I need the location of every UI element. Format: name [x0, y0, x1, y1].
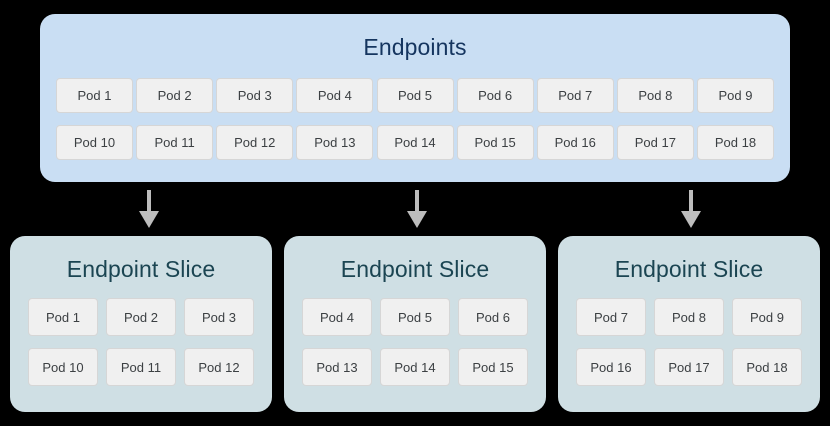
- pod-chip: Pod 16: [536, 125, 614, 160]
- pod-chip: Pod 12: [216, 125, 294, 160]
- arrow-shaft: [415, 190, 419, 214]
- pod-chip: Pod 9: [732, 298, 802, 336]
- endpoint-slice-pod-grid: Pod 1 Pod 2 Pod 3 Pod 10 Pod 11 Pod 12: [28, 298, 254, 398]
- pod-chip: Pod 14: [380, 348, 450, 386]
- pod-chip: Pod 14: [376, 125, 454, 160]
- endpoints-pod-row: Pod 1 Pod 2 Pod 3 Pod 4 Pod 5 Pod 6 Pod …: [56, 78, 774, 113]
- pod-chip: Pod 8: [654, 298, 724, 336]
- endpoint-slice-container: Endpoint Slice Pod 4 Pod 5 Pod 6 Pod 13 …: [284, 236, 546, 412]
- pod-chip: Pod 18: [697, 125, 774, 160]
- endpoint-slice-pod-grid: Pod 4 Pod 5 Pod 6 Pod 13 Pod 14 Pod 15: [302, 298, 528, 398]
- pod-chip: Pod 15: [458, 348, 528, 386]
- endpoint-slice-pod-row: Pod 13 Pod 14 Pod 15: [302, 348, 528, 386]
- pod-chip: Pod 8: [616, 78, 694, 113]
- pod-chip: Pod 13: [296, 125, 374, 160]
- endpoints-container: Endpoints Pod 1 Pod 2 Pod 3 Pod 4 Pod 5 …: [40, 14, 790, 182]
- pod-chip: Pod 18: [732, 348, 802, 386]
- endpoint-slice-pod-row: Pod 4 Pod 5 Pod 6: [302, 298, 528, 336]
- endpoint-slice-pod-row: Pod 10 Pod 11 Pod 12: [28, 348, 254, 386]
- arrow-shaft: [689, 190, 693, 214]
- pod-chip: Pod 10: [28, 348, 98, 386]
- endpoints-pod-row: Pod 10 Pod 11 Pod 12 Pod 13 Pod 14 Pod 1…: [56, 125, 774, 160]
- endpoint-slice-pod-grid: Pod 7 Pod 8 Pod 9 Pod 16 Pod 17 Pod 18: [576, 298, 802, 398]
- pod-chip: Pod 13: [302, 348, 372, 386]
- pod-chip: Pod 15: [456, 125, 534, 160]
- endpoint-slice-title: Endpoint Slice: [614, 256, 764, 282]
- pod-chip: Pod 12: [184, 348, 254, 386]
- arrow-head: [681, 211, 701, 228]
- pod-chip: Pod 6: [456, 78, 534, 113]
- endpoint-slice-pod-row: Pod 1 Pod 2 Pod 3: [28, 298, 254, 336]
- pod-chip: Pod 7: [536, 78, 614, 113]
- pod-chip: Pod 10: [56, 125, 133, 160]
- pod-chip: Pod 3: [184, 298, 254, 336]
- pod-chip: Pod 5: [380, 298, 450, 336]
- endpoints-pod-grid: Pod 1 Pod 2 Pod 3 Pod 4 Pod 5 Pod 6 Pod …: [56, 78, 774, 172]
- arrow-down-icon: [678, 190, 704, 228]
- endpoint-slice-container: Endpoint Slice Pod 1 Pod 2 Pod 3 Pod 10 …: [10, 236, 272, 412]
- endpoint-slice-container: Endpoint Slice Pod 7 Pod 8 Pod 9 Pod 16 …: [558, 236, 820, 412]
- arrow-shaft: [147, 190, 151, 214]
- endpoint-slice-pod-row: Pod 7 Pod 8 Pod 9: [576, 298, 802, 336]
- pod-chip: Pod 7: [576, 298, 646, 336]
- arrow-head: [139, 211, 159, 228]
- pod-chip: Pod 1: [28, 298, 98, 336]
- pod-chip: Pod 11: [106, 348, 176, 386]
- pod-chip: Pod 16: [576, 348, 646, 386]
- endpoints-title: Endpoints: [363, 34, 467, 60]
- pod-chip: Pod 11: [136, 125, 214, 160]
- pod-chip: Pod 1: [56, 78, 133, 113]
- arrow-down-icon: [404, 190, 430, 228]
- endpoint-slice-pod-row: Pod 16 Pod 17 Pod 18: [576, 348, 802, 386]
- pod-chip: Pod 5: [376, 78, 454, 113]
- endpoint-slice-title: Endpoint Slice: [66, 256, 216, 282]
- pod-chip: Pod 2: [136, 78, 214, 113]
- pod-chip: Pod 6: [458, 298, 528, 336]
- pod-chip: Pod 9: [697, 78, 774, 113]
- pod-chip: Pod 4: [296, 78, 374, 113]
- arrow-down-icon: [136, 190, 162, 228]
- endpoint-slice-title: Endpoint Slice: [340, 256, 490, 282]
- pod-chip: Pod 4: [302, 298, 372, 336]
- pod-chip: Pod 2: [106, 298, 176, 336]
- pod-chip: Pod 17: [616, 125, 694, 160]
- pod-chip: Pod 3: [216, 78, 294, 113]
- arrow-head: [407, 211, 427, 228]
- pod-chip: Pod 17: [654, 348, 724, 386]
